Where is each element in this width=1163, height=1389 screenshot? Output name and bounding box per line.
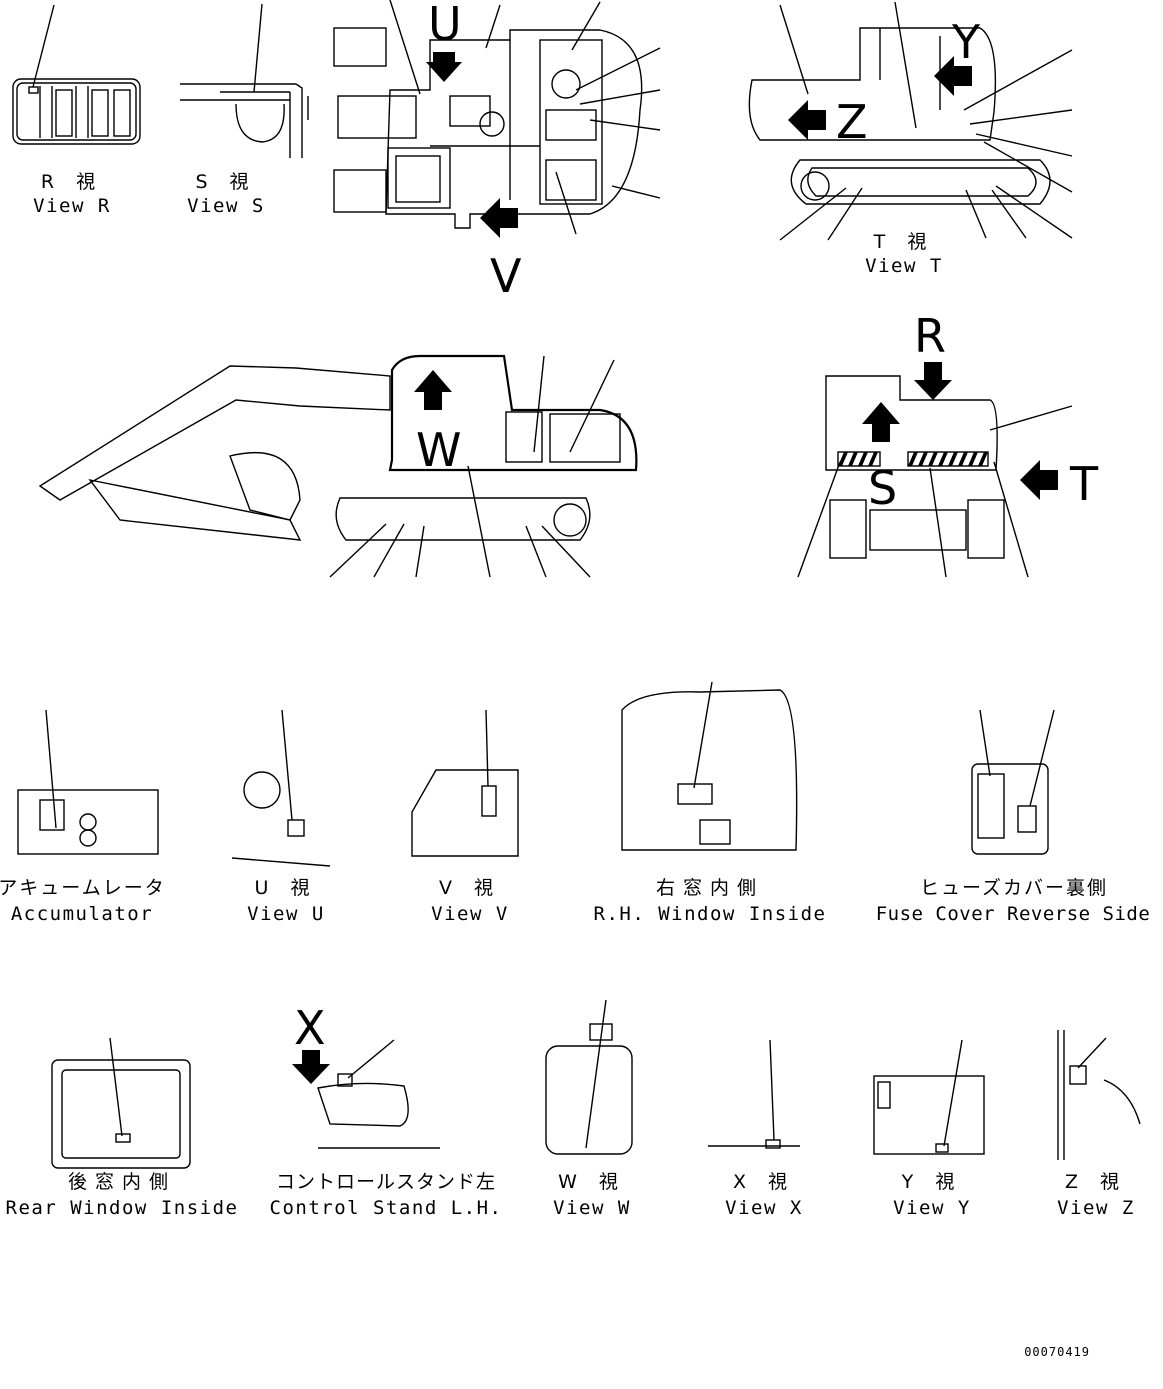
view-x-label-jp: X 視 bbox=[733, 1171, 795, 1193]
rear-window-label-jp: 後窓内側 bbox=[68, 1171, 176, 1193]
arrow-label-u: U bbox=[428, 0, 462, 51]
hazard-stripe-segment bbox=[978, 452, 988, 466]
hazard-stripe-segment bbox=[968, 452, 978, 466]
view-s-label-jp: S 視 bbox=[195, 171, 256, 193]
hazard-stripe-segment bbox=[908, 452, 918, 466]
control-stand-label-jp: コントロールスタンド左 bbox=[276, 1171, 496, 1193]
arrow-label-v: V bbox=[490, 249, 522, 303]
fuse-cover-label-en: Fuse Cover Reverse Side bbox=[876, 903, 1151, 925]
view-y-label-jp: Y 視 bbox=[901, 1171, 963, 1193]
hazard-stripe-center bbox=[907, 451, 989, 467]
view-r-label-en: View R bbox=[33, 195, 111, 217]
view-x-label-en: View X bbox=[725, 1197, 803, 1219]
excavator-side-figure bbox=[38, 354, 638, 578]
view-s-label-en: View S bbox=[187, 195, 265, 217]
view-z-label-jp: Z 視 bbox=[1065, 1171, 1127, 1193]
fuse-cover-label-jp: ヒューズカバー裏側 bbox=[920, 877, 1108, 899]
hazard-stripe-segment bbox=[958, 452, 968, 466]
hazard-stripe-segment bbox=[938, 452, 948, 466]
view-r-label-jp: R 視 bbox=[41, 171, 103, 193]
view-y-label-en: View Y bbox=[893, 1197, 971, 1219]
fuse-cover-figure bbox=[971, 709, 1055, 855]
arrow-label-s: S bbox=[868, 461, 897, 515]
view-v-figure bbox=[411, 709, 519, 857]
plan-view-figure bbox=[333, 0, 661, 238]
view-w-label-jp: W 視 bbox=[558, 1171, 626, 1193]
view-r-figure bbox=[12, 4, 141, 145]
view-u-figure bbox=[231, 709, 331, 867]
drawing-number: 00070419 bbox=[1024, 1345, 1090, 1359]
control-stand-label-en: Control Stand L.H. bbox=[270, 1197, 503, 1219]
accumulator-label-en: Accumulator bbox=[11, 903, 153, 925]
view-t-label-jp: T 視 bbox=[873, 231, 935, 253]
hazard-stripe-segment bbox=[928, 452, 938, 466]
view-x-figure bbox=[708, 1039, 800, 1149]
view-w-figure bbox=[545, 999, 633, 1155]
view-v-label-en: View V bbox=[431, 903, 509, 925]
hazard-stripe-left bbox=[837, 451, 881, 467]
view-y-figure bbox=[873, 1039, 985, 1155]
view-z-figure bbox=[1057, 1030, 1141, 1160]
hazard-stripe-segment bbox=[848, 452, 858, 466]
view-u-label-en: View U bbox=[247, 903, 325, 925]
side-view-figure bbox=[748, 1, 1073, 241]
arrow-label-z: Z bbox=[836, 95, 868, 149]
view-u-label-jp: U 視 bbox=[255, 877, 318, 899]
view-s-figure bbox=[180, 3, 309, 158]
arrow-label-x: X bbox=[294, 1001, 326, 1055]
accumulator-figure bbox=[17, 709, 159, 855]
arrow-label-r: R bbox=[914, 309, 946, 363]
hazard-stripe-segment bbox=[918, 452, 928, 466]
accumulator-label-jp: アキュームレータ bbox=[0, 877, 166, 899]
rh-window-label-jp: 右窓内側 bbox=[656, 877, 764, 899]
arrow-label-y: Y bbox=[951, 15, 981, 69]
rear-view-figure bbox=[797, 362, 1073, 578]
view-w-label-en: View W bbox=[553, 1197, 631, 1219]
arrow-label-t: T bbox=[1069, 457, 1099, 511]
rear-window-label-en: Rear Window Inside bbox=[6, 1197, 239, 1219]
hazard-stripe-segment bbox=[868, 452, 878, 466]
rear-window-figure bbox=[51, 1037, 191, 1169]
control-stand-figure bbox=[292, 1039, 440, 1149]
rh-window-figure bbox=[621, 681, 798, 851]
view-t-label-en: View T bbox=[865, 255, 943, 277]
view-z-label-en: View Z bbox=[1057, 1197, 1135, 1219]
hazard-stripe-segment bbox=[948, 452, 958, 466]
arrow-label-w: W bbox=[416, 423, 461, 477]
hazard-stripe-segment bbox=[858, 452, 868, 466]
rh-window-label-en: R.H. Window Inside bbox=[594, 903, 827, 925]
view-v-label-jp: V 視 bbox=[439, 877, 501, 899]
